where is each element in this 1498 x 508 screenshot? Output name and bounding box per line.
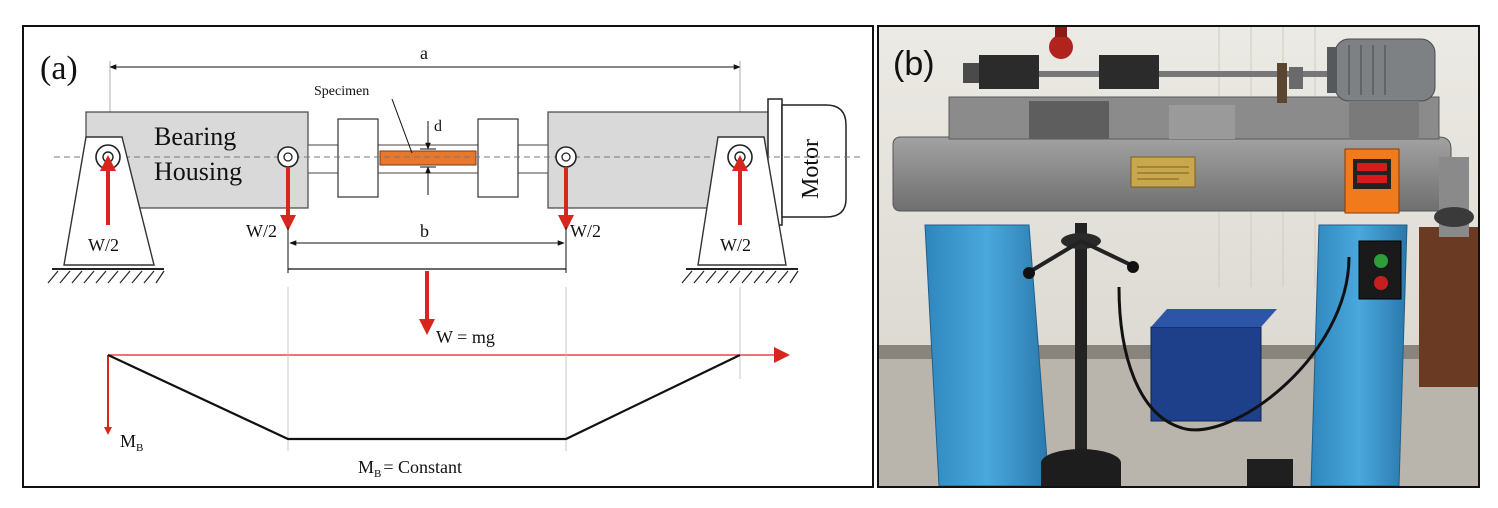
bearing-label: Bearing: [154, 122, 236, 151]
left-stand-leg: [924, 224, 1050, 486]
right-chuck: [477, 118, 519, 198]
right-chuck-block: [1099, 55, 1159, 89]
specimen-leader: [391, 98, 413, 154]
control-box: [1358, 240, 1402, 300]
photo-panel: (b): [877, 25, 1480, 488]
dimension-b: b: [287, 221, 567, 273]
loading-rod: [1075, 223, 1087, 463]
bending-moment-diagram: MB MB= Constant: [104, 287, 790, 480]
moment-axis-label: MB: [120, 431, 143, 454]
machine-photo: (b): [879, 27, 1478, 486]
motor: Motor: [767, 98, 847, 226]
motor-label: Motor: [798, 139, 824, 199]
right-load-bearing: [555, 146, 577, 168]
moment-axis-arrowhead: [774, 347, 790, 363]
left-chuck-block: [979, 55, 1039, 89]
total-load-label: W = mg: [436, 327, 495, 347]
dimension-b-label: b: [420, 221, 429, 241]
right-load-label: W/2: [570, 221, 601, 241]
left-chuck: [337, 118, 379, 198]
moment-curve: [107, 354, 741, 441]
left-load-bearing: [277, 146, 299, 168]
weight-box: [1150, 326, 1262, 422]
moment-constant-label: MB= Constant: [358, 457, 462, 480]
cabinet: [1419, 227, 1478, 387]
panel-b-label: (b): [893, 45, 935, 83]
left-load-label: W/2: [246, 221, 277, 241]
start-button: [1374, 254, 1388, 268]
specimen: [379, 150, 477, 166]
red-knob: [1049, 35, 1073, 59]
power-cable: [1117, 256, 1351, 432]
schematic-diagram: (a) a Bearing Housing Motor Specimen d: [40, 43, 864, 480]
stop-button: [1374, 276, 1388, 290]
right-reaction-label: W/2: [720, 235, 751, 255]
specimen-label: Specimen: [314, 84, 369, 99]
dimension-d: d: [420, 118, 442, 195]
housing-label: Housing: [154, 157, 242, 186]
schematic-panel: (a) a Bearing Housing Motor Specimen d: [22, 25, 874, 488]
name-plate: [1130, 156, 1196, 188]
dimension-a-label: a: [420, 43, 428, 63]
panel-a-label: (a): [40, 50, 78, 87]
left-reaction-label: W/2: [88, 235, 119, 255]
dimension-d-label: d: [434, 118, 442, 135]
